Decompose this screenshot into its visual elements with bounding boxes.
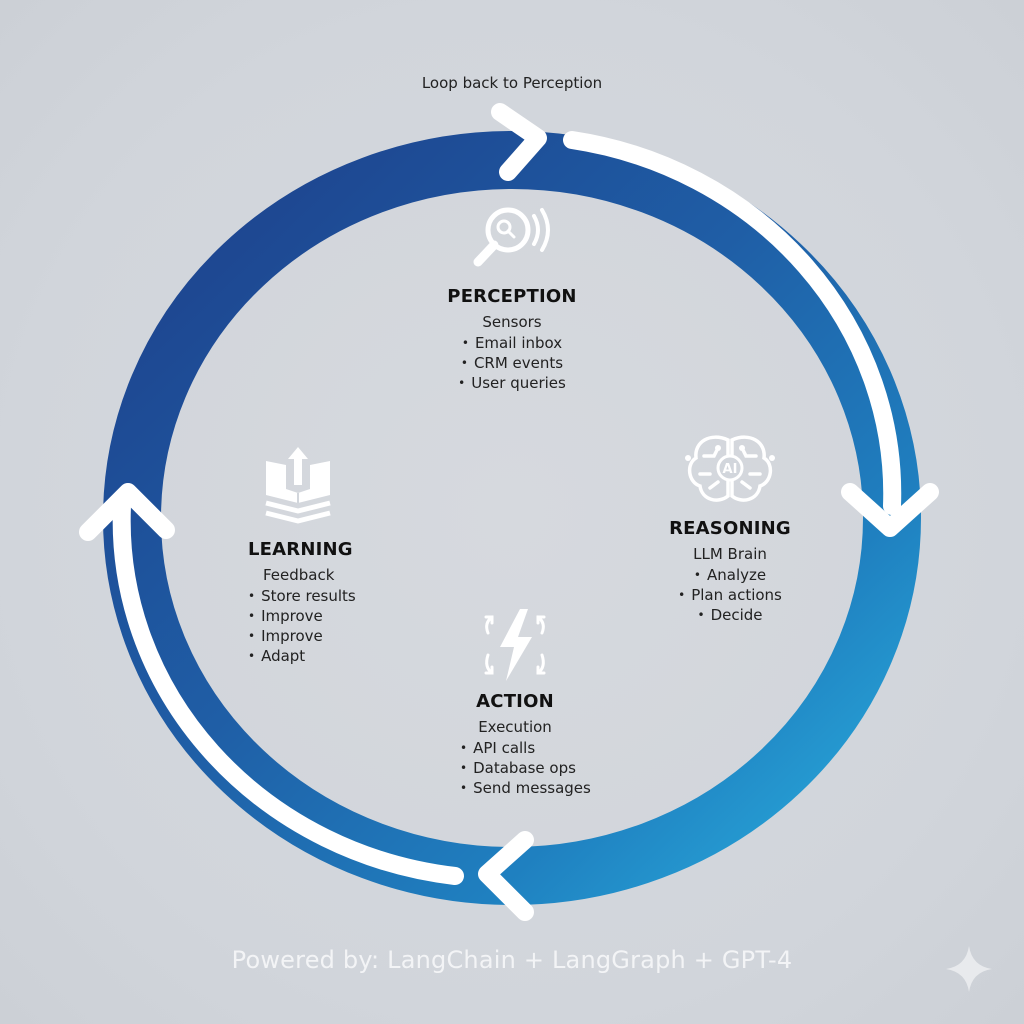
stage-learning: LEARNING Feedback Store results Improve … [236,445,376,666]
sparkle-icon [946,946,992,992]
arrowhead-left-icon [478,831,534,921]
lightning-cycle-icon [484,609,546,681]
stage-reasoning: AI REASONING LLM Brain Analyze Plan acti… [640,428,820,625]
stage-items: Analyze Plan actions Decide [640,565,820,625]
list-item: Database ops [460,758,600,778]
arrowhead-right-icon [491,103,547,181]
stage-title: PERCEPTION [447,286,577,307]
stage-title: REASONING [669,518,791,539]
list-item: API calls [460,738,600,758]
list-item: Improve [248,606,376,626]
ai-badge-text: AI [723,462,738,477]
list-item: Adapt [248,646,376,666]
list-item: CRM events [412,353,612,373]
stage-subtitle: Execution [478,718,552,736]
stage-subtitle: Sensors [482,313,542,331]
ai-brain-icon: AI [685,435,775,502]
stage-subtitle: Feedback [263,566,335,584]
list-item: User queries [412,373,612,393]
flow-arc-perception-to-reasoning [563,131,902,515]
stage-title: LEARNING [248,539,353,560]
arrowhead-up-icon [79,483,175,541]
list-item: Email inbox [412,333,612,353]
book-upload-icon [265,447,331,524]
stage-action: ACTION Execution API calls Database ops … [430,605,600,798]
arrowhead-down-icon [841,483,939,537]
flow-arc-action-to-learning [112,497,464,885]
list-item: Analyze [640,565,820,585]
loop-back-label: Loop back to Perception [421,74,603,92]
stage-items: Store results Improve Improve Adapt [236,586,376,666]
magnifier-signal-icon [473,207,550,267]
list-item: Store results [248,586,376,606]
stage-subtitle: LLM Brain [693,545,767,563]
list-item: Send messages [460,778,600,798]
list-item: Improve [248,626,376,646]
stage-items: API calls Database ops Send messages [430,738,600,798]
list-item: Plan actions [640,585,820,605]
stage-title: ACTION [476,691,554,712]
list-item: Decide [640,605,820,625]
stage-items: Email inbox CRM events User queries [412,333,612,393]
stage-perception: PERCEPTION Sensors Email inbox CRM event… [412,200,612,393]
powered-by-footer: Powered by: LangChain + LangGraph + GPT-… [231,946,793,974]
